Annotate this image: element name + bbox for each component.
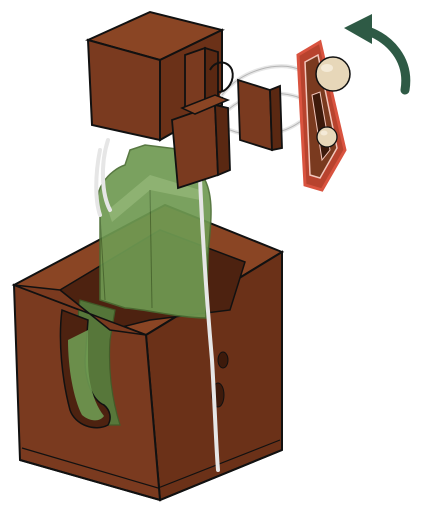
base-hole-upper xyxy=(217,351,229,369)
bottle-in-slot xyxy=(68,330,104,421)
ring-pin xyxy=(209,61,234,93)
base-bottom-groove xyxy=(21,439,281,489)
ball-small xyxy=(316,126,338,148)
tag-with-balls xyxy=(296,39,351,192)
ball-large xyxy=(315,56,351,92)
string-neck-loop-2 xyxy=(100,138,112,212)
string-front-vertical xyxy=(196,118,220,472)
bracket-right xyxy=(237,78,283,152)
bracket-lower xyxy=(171,94,231,190)
curved-rotate-arrow-icon xyxy=(344,14,411,95)
bottle-edge-left xyxy=(99,214,106,301)
bracket-upper xyxy=(184,46,219,110)
string-neck-loop xyxy=(94,148,102,217)
base-front-lip xyxy=(13,284,147,336)
bottle-edge-mid xyxy=(149,189,153,309)
base-bottom-edge xyxy=(19,449,283,502)
